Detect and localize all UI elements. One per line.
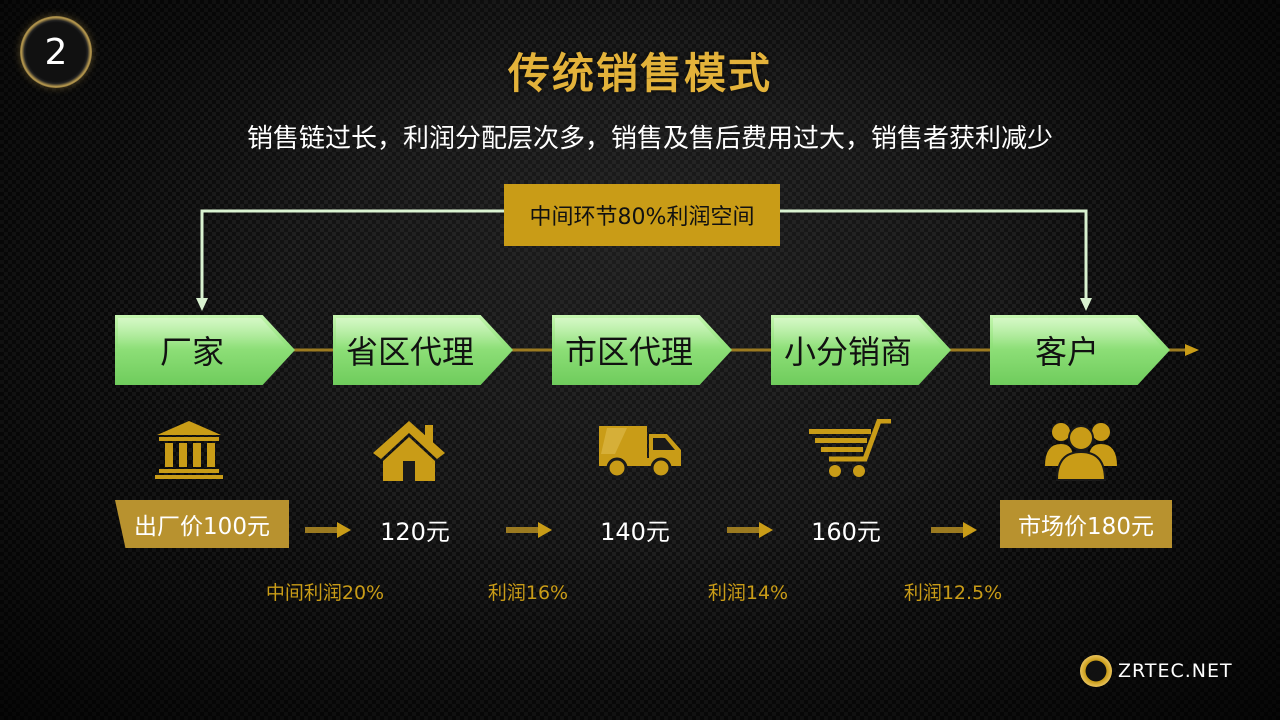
bracket-arrow-left bbox=[196, 298, 208, 311]
bracket-arrow-right bbox=[1080, 298, 1092, 311]
stage-label: 省区代理 bbox=[345, 333, 474, 371]
page-number-badge: 2 bbox=[20, 16, 92, 88]
stage-factory: 厂家 bbox=[115, 315, 295, 385]
logo-mark-icon: Z bbox=[1080, 655, 1112, 687]
profit-label: 利润12.5% bbox=[903, 582, 1003, 604]
price-arrow-1 bbox=[305, 522, 351, 538]
city-agent-price: 140元 bbox=[600, 518, 670, 546]
price-arrow-4 bbox=[931, 522, 977, 538]
stage-label: 小分销商 bbox=[783, 333, 912, 371]
stage-label: 厂家 bbox=[159, 333, 224, 371]
page-title: 传统销售模式 bbox=[507, 49, 772, 98]
market-price: 市场价180元 bbox=[1000, 500, 1172, 548]
distributor-price: 160元 bbox=[811, 518, 881, 546]
price-arrow-3 bbox=[727, 522, 773, 538]
shopping-cart-icon bbox=[805, 410, 895, 490]
stage-province-agent: 省区代理 bbox=[333, 315, 513, 385]
logo-text: ZRTEC.NET bbox=[1118, 660, 1233, 682]
bank-icon bbox=[144, 410, 234, 490]
province-agent-price: 120元 bbox=[380, 518, 450, 546]
stage-small-distributor: 小分销商 bbox=[771, 315, 951, 385]
profit-label: 利润14% bbox=[707, 582, 789, 604]
people-icon bbox=[1036, 410, 1126, 490]
price-arrow-2 bbox=[506, 522, 552, 538]
house-icon bbox=[364, 410, 454, 490]
chain-end-arrow bbox=[1185, 344, 1199, 356]
page-number: 2 bbox=[44, 31, 68, 73]
profit-label: 中间利润20% bbox=[265, 582, 385, 604]
profit-label: 利润16% bbox=[487, 582, 569, 604]
page-subtitle: 销售链过长，利润分配层次多，销售及售后费用过大，销售者获利减少 bbox=[246, 124, 1053, 154]
bracket-line-right bbox=[780, 209, 1088, 300]
bracket-line-left bbox=[200, 209, 504, 300]
stage-label: 市区代理 bbox=[564, 333, 693, 371]
stage-label: 客户 bbox=[1034, 333, 1099, 371]
stage-customer: 客户 bbox=[990, 315, 1170, 385]
brand-logo: Z ZRTEC.NET bbox=[1080, 654, 1233, 688]
factory-price: 出厂价100元 bbox=[115, 500, 289, 548]
truck-icon bbox=[595, 410, 685, 490]
stage-city-agent: 市区代理 bbox=[552, 315, 732, 385]
middle-profit-label: 中间环节80%利润空间 bbox=[504, 184, 780, 246]
